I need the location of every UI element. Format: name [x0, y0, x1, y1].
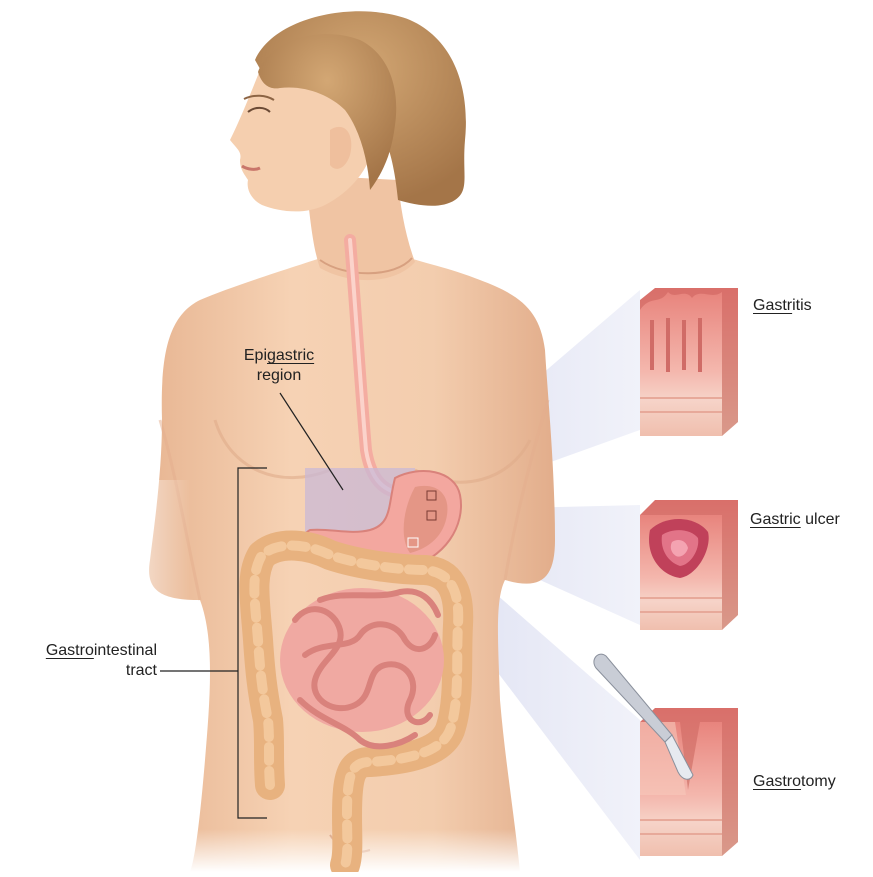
epigastric-region-label: Epigastric region: [224, 346, 334, 386]
gastric-ulcer-label: Gastric ulcer: [750, 510, 840, 530]
gastric-ulcer-tissue: [640, 500, 738, 630]
gastritis-label: Gastritis: [753, 296, 812, 316]
gastrointestinal-tract-label: Gastrointestinal tract: [10, 641, 157, 681]
gastrotomy-label: Gastrotomy: [753, 772, 836, 792]
gastritis-tissue: [640, 288, 738, 436]
